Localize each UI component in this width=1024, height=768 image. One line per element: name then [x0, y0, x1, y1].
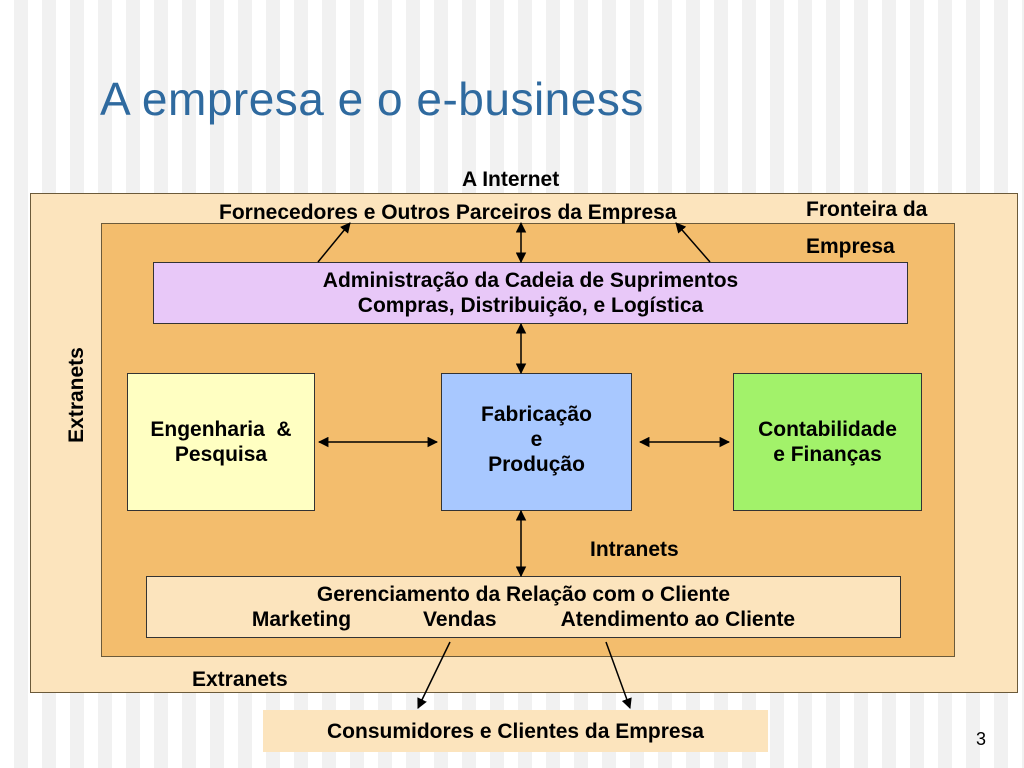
engineering-line1: Engenharia &	[150, 418, 292, 441]
engineering-box: Engenharia & Pesquisa	[127, 373, 315, 511]
consumers-label: Consumidores e Clientes da Empresa	[327, 719, 704, 743]
boundary-label-line2: Empresa	[806, 235, 895, 258]
crm-item-service: Atendimento ao Cliente	[560, 608, 796, 631]
manufacturing-line3: Produção	[488, 453, 585, 476]
crm-item-marketing: Marketing	[251, 608, 352, 631]
finance-line2: e Finanças	[773, 443, 882, 466]
extranets-bottom-label: Extranets	[192, 668, 288, 691]
suppliers-label: Fornecedores e Outros Parceiros da Empre…	[219, 201, 677, 224]
crm-items-row: Marketing Vendas Atendimento ao Cliente	[252, 607, 795, 632]
finance-line1: Contabilidade	[758, 418, 897, 441]
supply-chain-line2: Compras, Distribuição, e Logística	[357, 294, 704, 317]
manufacturing-line2: e	[530, 428, 543, 451]
slide-title: A empresa e o e-business	[100, 73, 644, 125]
finance-box: Contabilidade e Finanças	[733, 373, 922, 511]
page-number: 3	[975, 729, 986, 749]
engineering-line2: Pesquisa	[174, 443, 268, 466]
manufacturing-box: Fabricação e Produção	[441, 373, 632, 511]
boundary-label-line1: Fronteira da	[806, 198, 928, 221]
crm-box: Gerenciamento da Relação com o Cliente M…	[146, 576, 901, 638]
crm-line1: Gerenciamento da Relação com o Cliente	[316, 583, 731, 606]
internet-label: A Internet	[462, 168, 560, 191]
extranets-left-label: Extranets	[52, 340, 102, 450]
consumers-box: Consumidores e Clientes da Empresa	[263, 710, 768, 752]
extranets-left-text: Extranets	[65, 347, 88, 443]
supply-chain-box: Administração da Cadeia de Suprimentos C…	[153, 262, 908, 324]
crm-item-sales: Vendas	[423, 608, 497, 631]
supply-chain-line1: Administração da Cadeia de Suprimentos	[322, 269, 739, 292]
intranets-label: Intranets	[590, 538, 679, 561]
manufacturing-line1: Fabricação	[481, 403, 592, 426]
